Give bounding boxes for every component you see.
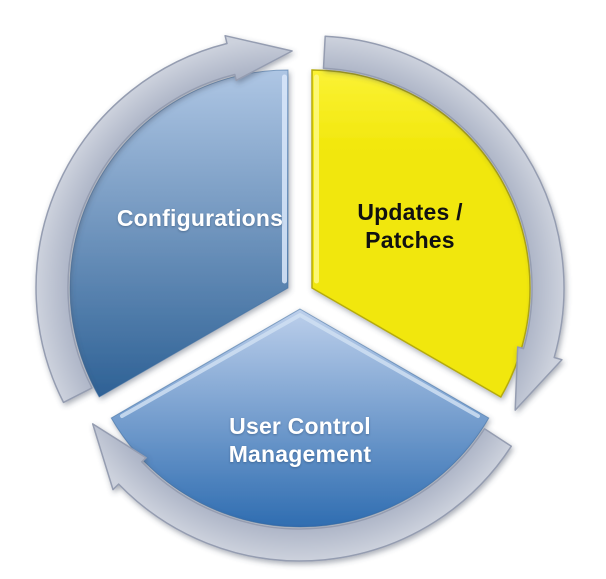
segment-updates-patches-wedge <box>311 69 531 399</box>
arrow-user-control-to-configurations <box>91 423 513 562</box>
segment-user-control-wedge <box>110 308 490 528</box>
arrow-configurations-to-updates <box>35 34 293 404</box>
arrow-updates-to-user-control <box>322 35 565 411</box>
bevel-highlight-user-control <box>120 313 480 418</box>
segment-configurations-wedge <box>69 69 289 398</box>
cycle-arrows <box>35 34 565 562</box>
